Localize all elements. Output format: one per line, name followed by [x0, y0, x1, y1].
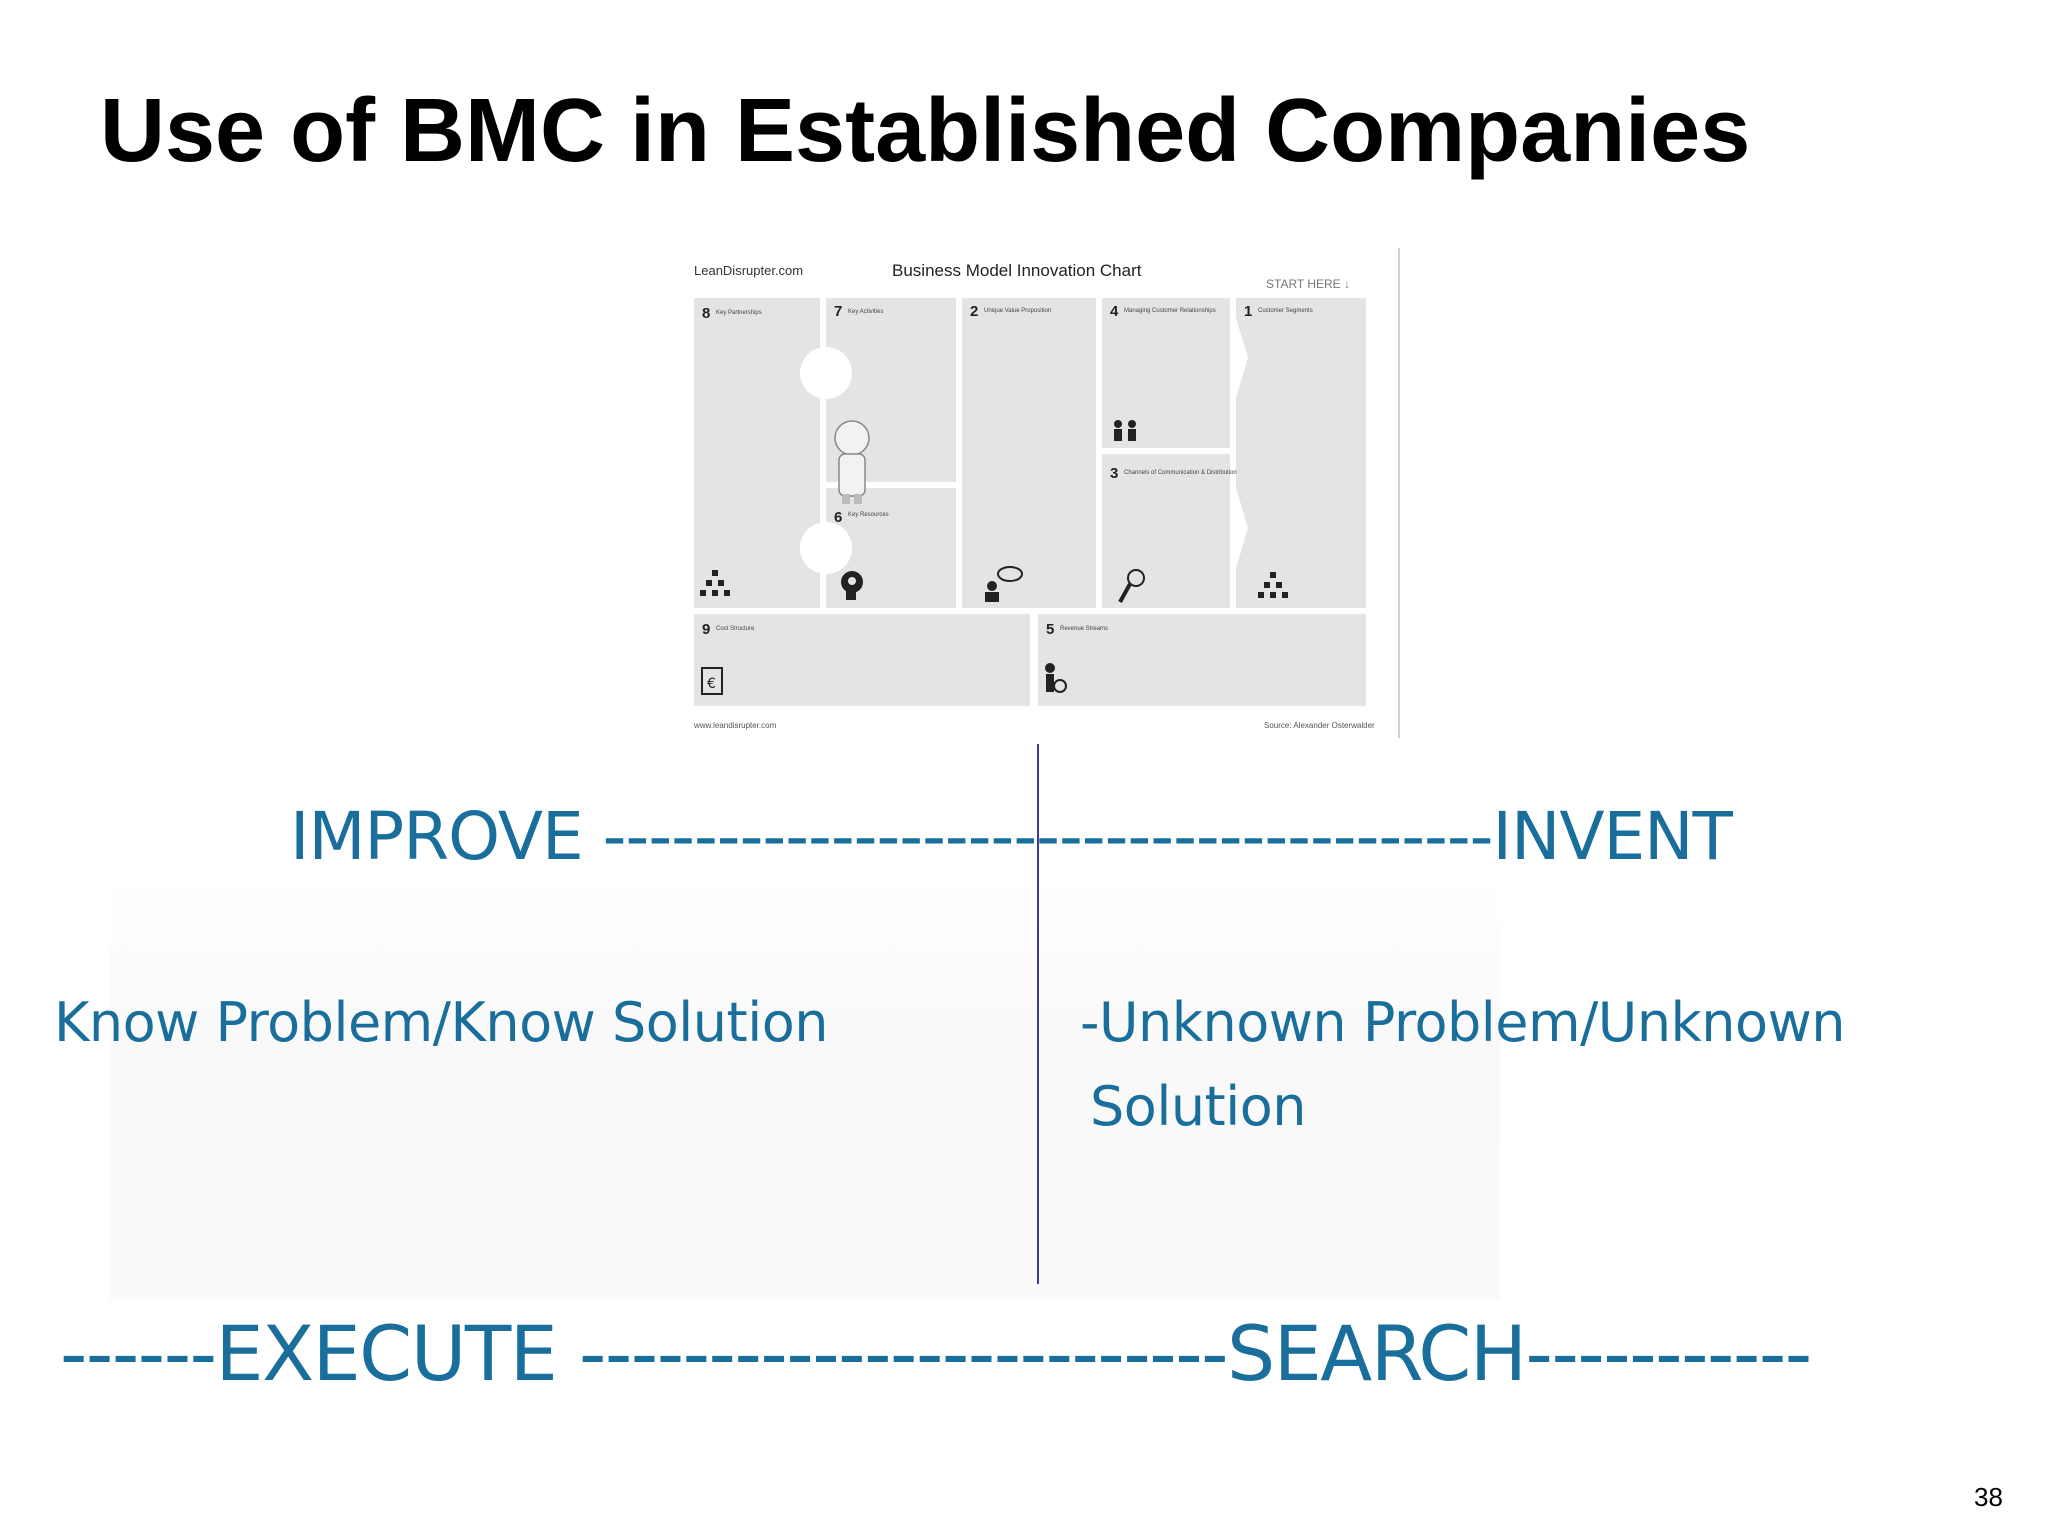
unknown-problem-text: -Unknown Problem/Unknown	[1080, 991, 1845, 1054]
bmc-block-revenue-streams	[1038, 614, 1366, 706]
speech-person-icon	[985, 566, 1023, 602]
bmc-block-customer-relationships	[1102, 298, 1230, 448]
bmc-image: 8 7 2 4 1 3 6 9 5 Key Partnerships Key A…	[680, 248, 1404, 740]
bmc-block-value-proposition	[962, 298, 1096, 608]
bmc-num: 5	[1046, 621, 1054, 638]
bmc-label: Unique Value Proposition	[984, 308, 1051, 314]
bmc-block-key-partnerships	[694, 298, 820, 608]
bmc-num: 4	[1110, 303, 1119, 320]
slide-title: Use of BMC in Established Companies	[100, 81, 1751, 181]
known-problem-text: Know Problem/Know Solution	[54, 991, 828, 1054]
bmc-num: 6	[834, 509, 842, 526]
bmc-puzzle-knob	[800, 347, 852, 399]
bmc-num: 8	[702, 305, 710, 322]
people-icon	[1114, 420, 1136, 441]
bmc-label: Key Partnerships	[716, 310, 762, 316]
bmc-num: 7	[834, 303, 842, 320]
execute-search-axis: ------EXECUTE -------------------------S…	[60, 1309, 1812, 1398]
bmc-title: Business Model Innovation Chart	[892, 261, 1142, 280]
bmc-zigzag	[1230, 468, 1248, 588]
improve-invent-axis: IMPROVE --------------------------------…	[290, 798, 1733, 875]
bmc-brand: LeanDisrupter.com	[694, 263, 804, 278]
bmc-label: Managing Customer Relationships	[1124, 308, 1216, 314]
bmc-footer-right: Source: Alexander Osterwalder	[1264, 721, 1375, 730]
head-gear-icon	[841, 571, 863, 600]
vertical-divider	[1037, 744, 1039, 1284]
bmc-label: Key Activities	[848, 309, 883, 315]
mascot-figure-icon	[834, 420, 870, 504]
bmc-label: Key Resources	[848, 512, 889, 518]
bmc-edge-line	[1398, 248, 1400, 738]
bmc-label: Cost Structure	[716, 626, 755, 632]
megaphone-icon	[1118, 569, 1145, 603]
bmc-num: 2	[970, 303, 978, 320]
euro-document-icon: €	[701, 667, 723, 695]
page-number: 38	[1974, 1482, 2003, 1512]
bmc-block-channels	[1102, 454, 1230, 608]
bmc-canvas: 8 7 2 4 1 3 6 9 5 Key Partnerships Key A…	[694, 298, 1366, 706]
bmc-num: 9	[702, 621, 710, 638]
bmc-footer-left: www.leandisrupter.com	[694, 721, 777, 730]
bmc-start-here: START HERE ↓	[1266, 277, 1351, 291]
bmc-block-cost-structure	[694, 614, 1030, 706]
bmc-num: 1	[1244, 303, 1252, 320]
bmc-label: Channels of Communication & Distribution	[1124, 470, 1237, 476]
crowd-icon	[1258, 572, 1288, 598]
money-person-icon	[1045, 663, 1067, 693]
bmc-label: Revenue Streams	[1060, 626, 1108, 632]
bmc-zigzag	[1230, 298, 1248, 418]
bmc-label: Customer Segments	[1258, 308, 1313, 314]
bmc-num: 3	[1110, 465, 1118, 482]
unknown-solution-text: Solution	[1090, 1075, 1306, 1138]
background-fade	[110, 880, 1500, 1300]
bmc-puzzle-knob	[800, 522, 852, 574]
svg-text:€: €	[707, 676, 716, 692]
hierarchy-icon	[700, 570, 730, 596]
bmc-block-customer-segments	[1236, 298, 1366, 608]
